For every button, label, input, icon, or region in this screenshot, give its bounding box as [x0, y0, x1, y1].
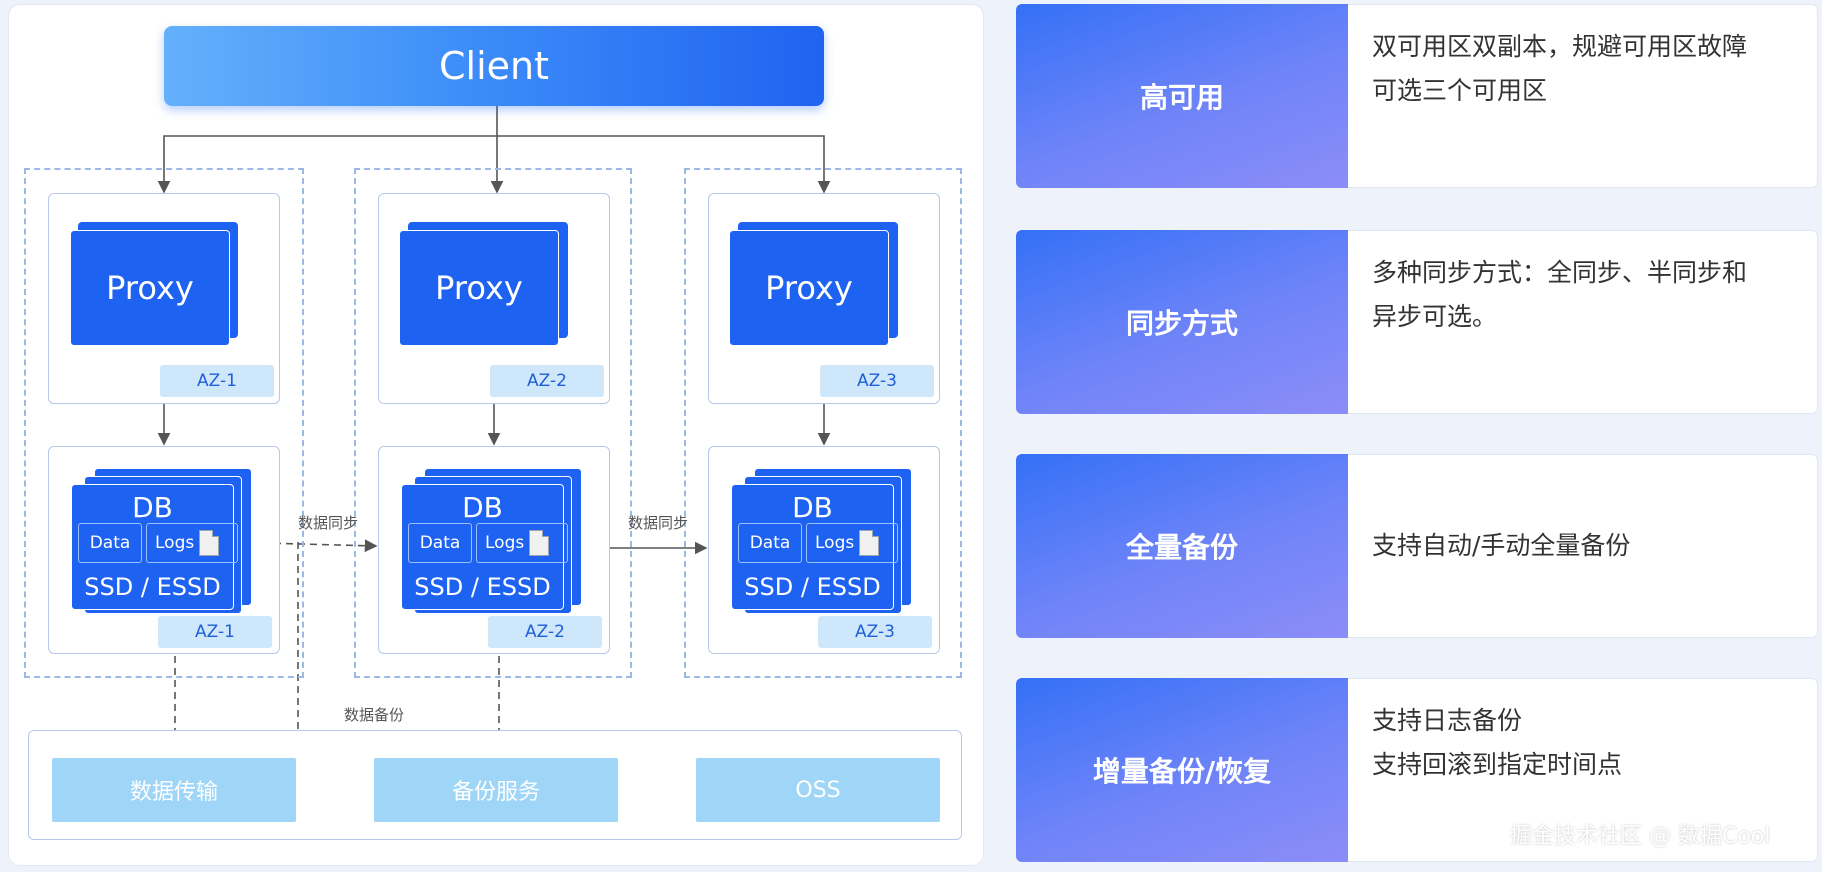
az-tag-db-3: AZ-3 [818, 616, 932, 648]
document-icon [199, 530, 219, 556]
feature-label-incremental-backup: 增量备份/恢复 [1016, 678, 1348, 862]
sync-label-1: 数据同步 [298, 514, 359, 532]
feature-line: 支持自动/手动全量备份 [1372, 531, 1631, 561]
data-chip: Data [738, 523, 802, 563]
data-chip: Data [408, 523, 472, 563]
db-title: DB [792, 491, 833, 524]
feature-label-high-availability: 高可用 [1016, 4, 1348, 188]
document-icon [529, 530, 549, 556]
storage-label: SSD / ESSD [744, 573, 881, 601]
db-node-1: DB Data Logs SSD / ESSD [71, 484, 238, 610]
feature-desc-full-backup: 支持自动/手动全量备份 [1348, 454, 1818, 638]
az-region-1 [24, 168, 304, 678]
db-title: DB [132, 491, 173, 524]
data-chip: Data [78, 523, 142, 563]
proxy-node-2: Proxy [399, 230, 559, 346]
az-region-3 [684, 168, 962, 678]
feature-line: 可选三个可用区 [1372, 75, 1548, 105]
feature-line: 支持日志备份 [1372, 706, 1523, 735]
proxy-node-1: Proxy [70, 230, 230, 346]
backup-label: 数据备份 [344, 706, 405, 724]
service-backup: 备份服务 [374, 758, 618, 822]
logs-label: Logs [485, 533, 525, 553]
logs-chip: Logs [476, 523, 568, 563]
storage-label: SSD / ESSD [414, 573, 551, 601]
logs-label: Logs [815, 533, 855, 553]
feature-line: 双可用区双副本，规避可用区故障 [1372, 32, 1748, 61]
feature-desc-high-availability: 双可用区双副本，规避可用区故障 可选三个可用区 [1348, 4, 1818, 188]
logs-chip: Logs [806, 523, 898, 563]
storage-label: SSD / ESSD [84, 573, 221, 601]
az-tag-db-2: AZ-2 [488, 616, 602, 648]
service-data-transfer: 数据传输 [52, 758, 296, 822]
feature-line: 支持回滚到指定时间点 [1372, 749, 1623, 779]
watermark: 掘金技术社区 @ 数据Cool [1510, 824, 1771, 849]
feature-label-full-backup: 全量备份 [1016, 454, 1348, 638]
az-tag-proxy-1: AZ-1 [160, 365, 274, 397]
document-icon [859, 530, 879, 556]
az-tag-db-1: AZ-1 [158, 616, 272, 648]
az-tag-proxy-3: AZ-3 [820, 365, 934, 397]
feature-label-sync-mode: 同步方式 [1016, 230, 1348, 414]
az-region-2 [354, 168, 632, 678]
client-box: Client [164, 26, 824, 106]
db-node-3: DB Data Logs SSD / ESSD [731, 484, 898, 610]
az-tag-proxy-2: AZ-2 [490, 365, 604, 397]
service-oss: OSS [696, 758, 940, 822]
db-node-2: DB Data Logs SSD / ESSD [401, 484, 568, 610]
feature-desc-incremental-backup: 支持日志备份 支持回滚到指定时间点 [1348, 678, 1818, 862]
proxy-node-3: Proxy [729, 230, 889, 346]
logs-chip: Logs [146, 523, 238, 563]
feature-line: 多种同步方式：全同步、半同步和 [1372, 258, 1748, 287]
logs-label: Logs [155, 533, 195, 553]
feature-line: 异步可选。 [1372, 301, 1498, 331]
sync-label-2: 数据同步 [628, 514, 689, 532]
db-title: DB [462, 491, 503, 524]
feature-desc-sync-mode: 多种同步方式：全同步、半同步和 异步可选。 [1348, 230, 1818, 414]
